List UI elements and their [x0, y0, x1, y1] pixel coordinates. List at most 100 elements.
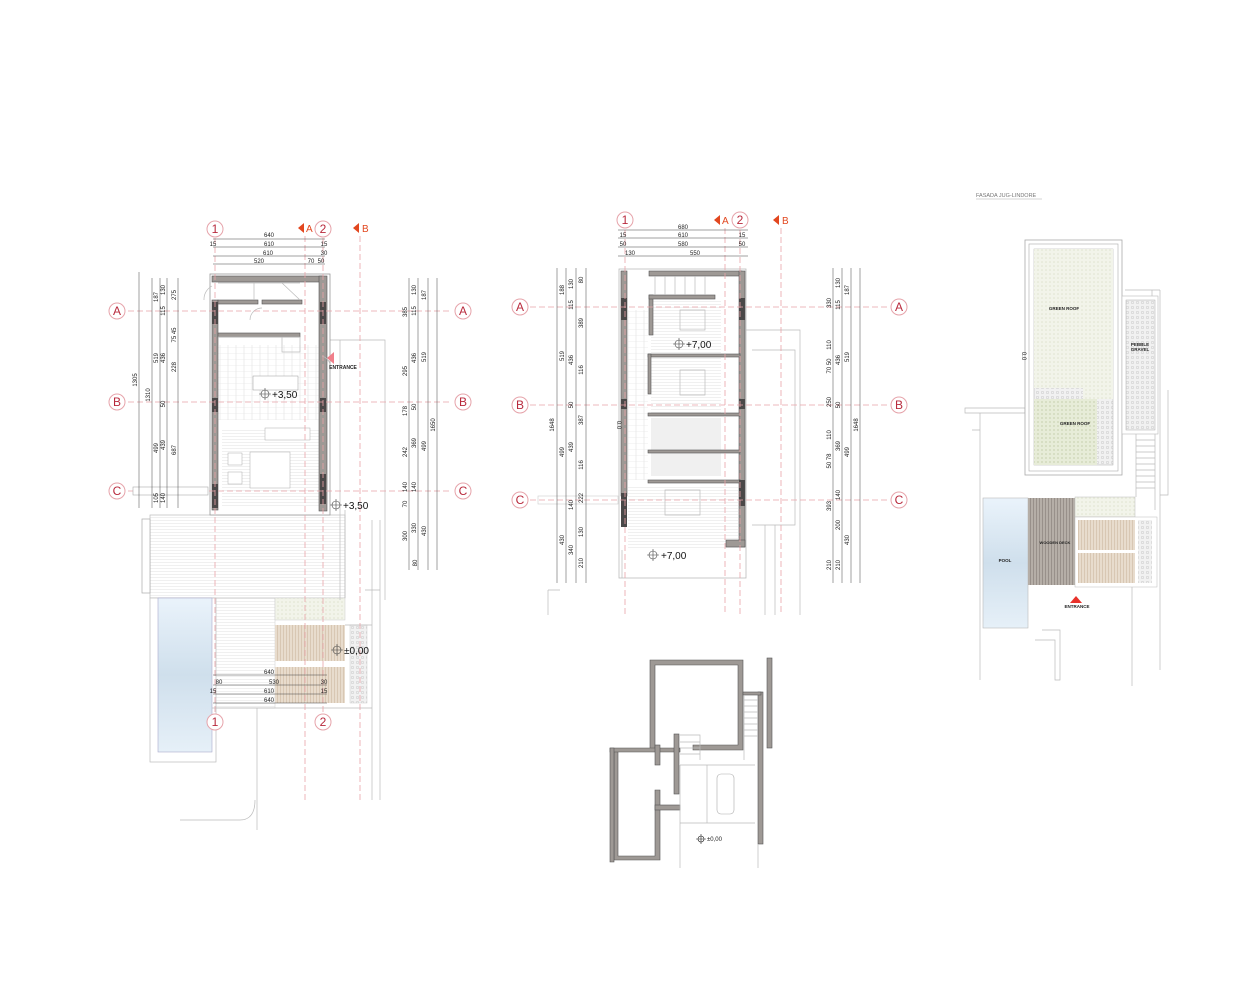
gravel-strip — [349, 624, 368, 704]
svg-text:140: 140 — [412, 481, 418, 492]
svg-text:187: 187 — [845, 284, 851, 295]
grid-bubble-1: 1 — [616, 211, 634, 229]
section-marker-b: B — [773, 215, 789, 227]
svg-text:430: 430 — [560, 534, 566, 545]
svg-text:50: 50 — [569, 401, 575, 408]
svg-text:499: 499 — [560, 446, 566, 457]
svg-text:0.0: 0.0 — [1020, 352, 1026, 361]
svg-text:116: 116 — [579, 460, 585, 470]
svg-text:330: 330 — [412, 522, 418, 533]
pool — [982, 497, 1029, 629]
svg-text:436: 436 — [412, 352, 418, 363]
svg-text:680: 680 — [678, 225, 689, 231]
svg-text:70 50: 70 50 — [827, 358, 833, 374]
svg-text:C: C — [895, 493, 904, 507]
svg-text:GRAVEL: GRAVEL — [1131, 347, 1150, 352]
svg-text:70: 70 — [403, 500, 409, 507]
rug — [249, 451, 291, 489]
svg-text:178: 178 — [403, 405, 409, 416]
svg-text:130: 130 — [625, 251, 636, 257]
svg-text:393: 393 — [827, 500, 833, 511]
svg-text:+7,00: +7,00 — [661, 551, 687, 562]
svg-text:15: 15 — [321, 689, 328, 695]
svg-text:B: B — [459, 395, 467, 409]
grid-bubble-a-right: A — [890, 298, 908, 316]
svg-text:387: 387 — [579, 414, 585, 425]
svg-text:550: 550 — [690, 251, 701, 257]
dimensions-right: 330 110 70 50 250 110 50 78 393 210 130 … — [827, 268, 861, 583]
svg-text:228: 228 — [172, 361, 178, 372]
svg-text:300: 300 — [403, 530, 409, 541]
dimensions-top: 680 15 610 15 50 580 50 130 550 — [618, 225, 748, 257]
svg-text:1: 1 — [212, 222, 219, 236]
grid-bubble-a-right: A — [454, 302, 472, 320]
svg-text:A: A — [459, 304, 467, 318]
svg-text:A: A — [895, 300, 903, 314]
svg-text:B: B — [113, 395, 121, 409]
svg-text:640: 640 — [264, 233, 275, 239]
svg-text:519: 519 — [154, 352, 160, 363]
svg-text:188: 188 — [560, 284, 566, 295]
svg-text:519: 519 — [845, 351, 851, 362]
grid-bubble-c-left: C — [511, 491, 529, 509]
svg-text:610: 610 — [264, 689, 275, 695]
svg-text:WOODEN DECK: WOODEN DECK — [1040, 540, 1071, 545]
dimensions-bottom: 640 80 530 30 15 610 15 640 — [210, 670, 328, 704]
dimensions-left: 1305 1310 187 519 499 105 130 115 436 50… — [133, 272, 179, 508]
grid-bubble-c-right: C — [890, 491, 908, 509]
svg-text:30: 30 — [321, 680, 328, 686]
svg-text:50: 50 — [412, 403, 418, 410]
level-marker-garden: ±0,00 — [331, 644, 369, 657]
svg-text:140: 140 — [161, 492, 167, 503]
svg-text:275: 275 — [172, 289, 178, 300]
svg-text:130: 130 — [836, 277, 842, 288]
svg-text:640: 640 — [264, 698, 275, 704]
svg-text:389: 389 — [579, 317, 585, 328]
svg-text:430: 430 — [845, 534, 851, 545]
svg-text:1305: 1305 — [133, 373, 139, 387]
svg-text:295: 295 — [403, 365, 409, 376]
grid-bubble-b-left: B — [108, 393, 126, 411]
svg-text:115: 115 — [161, 306, 167, 316]
svg-text:610: 610 — [678, 233, 689, 239]
grid-bubble-2-bottom: 2 — [314, 713, 332, 731]
svg-text:140: 140 — [836, 489, 842, 500]
sofa — [264, 427, 311, 441]
svg-text:80: 80 — [216, 680, 223, 686]
svg-text:519: 519 — [560, 350, 566, 361]
svg-text:200: 200 — [836, 519, 842, 530]
svg-text:222: 222 — [579, 492, 585, 503]
grid-bubble-1-bottom: 1 — [206, 713, 224, 731]
svg-text:2: 2 — [320, 715, 327, 729]
green-roof-label: GREEN ROOF — [1049, 306, 1080, 311]
svg-text:385: 385 — [403, 306, 409, 317]
svg-text:130: 130 — [161, 284, 167, 295]
svg-text:50: 50 — [161, 400, 167, 407]
grid-bubble-2: 2 — [731, 211, 749, 229]
svg-text:1650: 1650 — [431, 418, 437, 432]
svg-text:436: 436 — [569, 354, 575, 365]
deck-panel — [275, 625, 345, 661]
level-marker-terrace: +7,00 — [647, 549, 687, 562]
svg-text:110: 110 — [827, 340, 833, 350]
grid-bubble-b-left: B — [511, 396, 529, 414]
svg-text:1310: 1310 — [146, 388, 152, 402]
svg-text:436: 436 — [836, 354, 842, 365]
svg-text:75 45: 75 45 — [172, 327, 178, 343]
svg-text:130: 130 — [412, 284, 418, 295]
svg-text:130: 130 — [579, 526, 585, 537]
svg-text:15: 15 — [210, 242, 217, 248]
wooden-deck — [1028, 498, 1075, 585]
level-marker-living: +3,50 — [259, 388, 298, 401]
svg-text:1: 1 — [212, 715, 219, 729]
svg-text:2: 2 — [320, 222, 327, 236]
entrance-label: ENTRANCE — [1064, 604, 1089, 609]
svg-text:187: 187 — [422, 289, 428, 300]
section-marker-b: B — [353, 223, 369, 235]
svg-text:50: 50 — [620, 242, 627, 248]
svg-text:POOL: POOL — [999, 558, 1012, 563]
svg-text:105: 105 — [154, 492, 160, 503]
svg-text:70: 70 — [308, 259, 315, 265]
grid-bubble-c-right: C — [454, 482, 472, 500]
